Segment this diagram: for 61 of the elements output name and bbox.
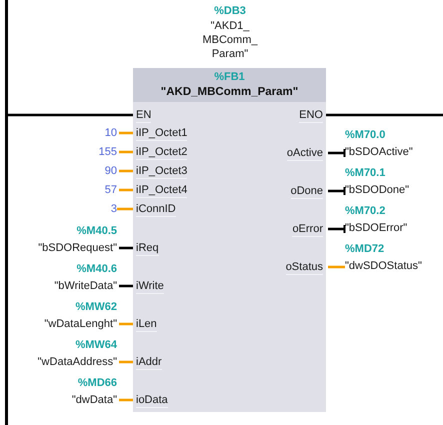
block-title: "AKD_MBComm_Param" xyxy=(160,85,300,100)
pin-label: oActive xyxy=(286,146,323,160)
pin-label: iLen xyxy=(136,316,157,332)
connection-line xyxy=(119,246,133,250)
connection-line xyxy=(328,266,345,268)
pin-label: iIP_Octet4 xyxy=(136,182,188,198)
tag-name: "bSDOActive" xyxy=(345,144,413,160)
constant-value: 57 xyxy=(104,182,117,198)
instance-db-address: %DB3 xyxy=(213,4,247,19)
connection-line xyxy=(328,225,346,233)
pin-label: iIP_Octet1 xyxy=(136,126,188,140)
pin-label: iAddr xyxy=(136,354,162,370)
pin-label: iIP_Octet2 xyxy=(136,144,188,160)
operand-address: %M70.0 xyxy=(345,128,386,142)
pin-label: iConnID xyxy=(136,202,176,216)
pin-label: iIP_Octet3 xyxy=(136,164,188,178)
connection-line xyxy=(119,132,133,134)
pin-label: oError xyxy=(292,222,323,236)
tag-name: "bSDOError" xyxy=(345,220,408,236)
constant-value: 3 xyxy=(110,202,117,216)
constant-value: 90 xyxy=(104,164,117,178)
pin-label: ioData xyxy=(136,392,168,408)
operand-address: %MW62 xyxy=(74,300,117,314)
connection-line xyxy=(119,322,133,326)
operand-address: %M70.2 xyxy=(345,204,386,218)
pin-label: ENO xyxy=(299,108,323,122)
connection-line xyxy=(117,208,133,210)
tag-name: "dwData" xyxy=(72,392,117,408)
pin-label: iWrite xyxy=(136,278,164,294)
instance-db-name: "AKD1_MBComm_Param" xyxy=(201,19,259,61)
operand-address: %M70.1 xyxy=(345,166,386,180)
connection-line xyxy=(328,149,346,157)
tag-name: "bSDORequest" xyxy=(38,240,117,256)
connection-line xyxy=(119,188,133,192)
operand-address: %M40.6 xyxy=(76,262,117,276)
connection-line xyxy=(119,150,133,154)
operand-address: %MD66 xyxy=(76,376,117,390)
pin-label: oDone xyxy=(290,184,323,198)
operand-address: %M40.5 xyxy=(76,224,117,238)
pin-label: oStatus xyxy=(286,260,323,274)
tag-name: "wDataLenght" xyxy=(44,316,117,332)
power-rail xyxy=(5,0,8,425)
connection-line xyxy=(119,170,133,172)
operand-address: %MW64 xyxy=(74,338,117,352)
connection-line xyxy=(119,360,133,364)
tag-name: "bSDODone" xyxy=(345,182,410,198)
pin-label: iReq xyxy=(136,240,159,256)
constant-value: 155 xyxy=(98,144,117,160)
connection-line xyxy=(8,114,133,116)
constant-value: 10 xyxy=(104,126,117,140)
operand-address: %MD72 xyxy=(345,242,386,256)
function-block xyxy=(133,68,326,412)
pin-label: EN xyxy=(136,108,152,122)
tag-name: "dwSDOStatus" xyxy=(345,258,422,274)
connection-line xyxy=(326,114,443,116)
tag-name: "wDataAddress" xyxy=(38,354,117,370)
tag-name: "bWriteData" xyxy=(54,278,117,294)
connection-line xyxy=(119,398,133,402)
connection-line xyxy=(328,187,346,195)
block-title: %FB1 xyxy=(213,70,246,85)
connection-line xyxy=(119,284,133,288)
